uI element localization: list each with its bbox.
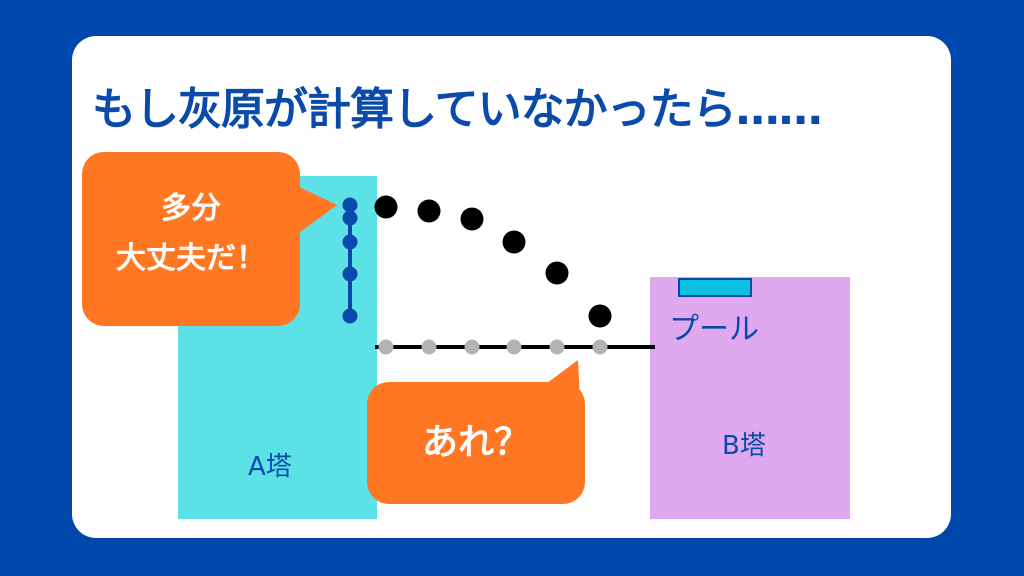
slide-title: もし灰原が計算していなかったら……: [92, 84, 823, 135]
bubble-bottom-text: あれ？: [421, 422, 530, 463]
tower-b-label: B塔: [722, 431, 766, 461]
pool-label: プール: [669, 312, 759, 347]
bubble-left-tail: [295, 185, 337, 235]
speech-bubble-left: 多分 大丈夫だ！: [82, 152, 300, 326]
blue-fall-dots: [342, 197, 358, 324]
bubble-left-line2: 大丈夫だ！: [116, 241, 266, 276]
pool-rect: [678, 278, 752, 297]
tower-a-label: A塔: [248, 452, 292, 482]
ground-dots: [378, 339, 608, 355]
tower-b: B塔: [650, 277, 850, 519]
speech-bubble-bottom: あれ？: [367, 382, 585, 504]
bubble-left-line1: 多分: [161, 191, 221, 226]
black-trajectory-dots: [374, 195, 612, 328]
